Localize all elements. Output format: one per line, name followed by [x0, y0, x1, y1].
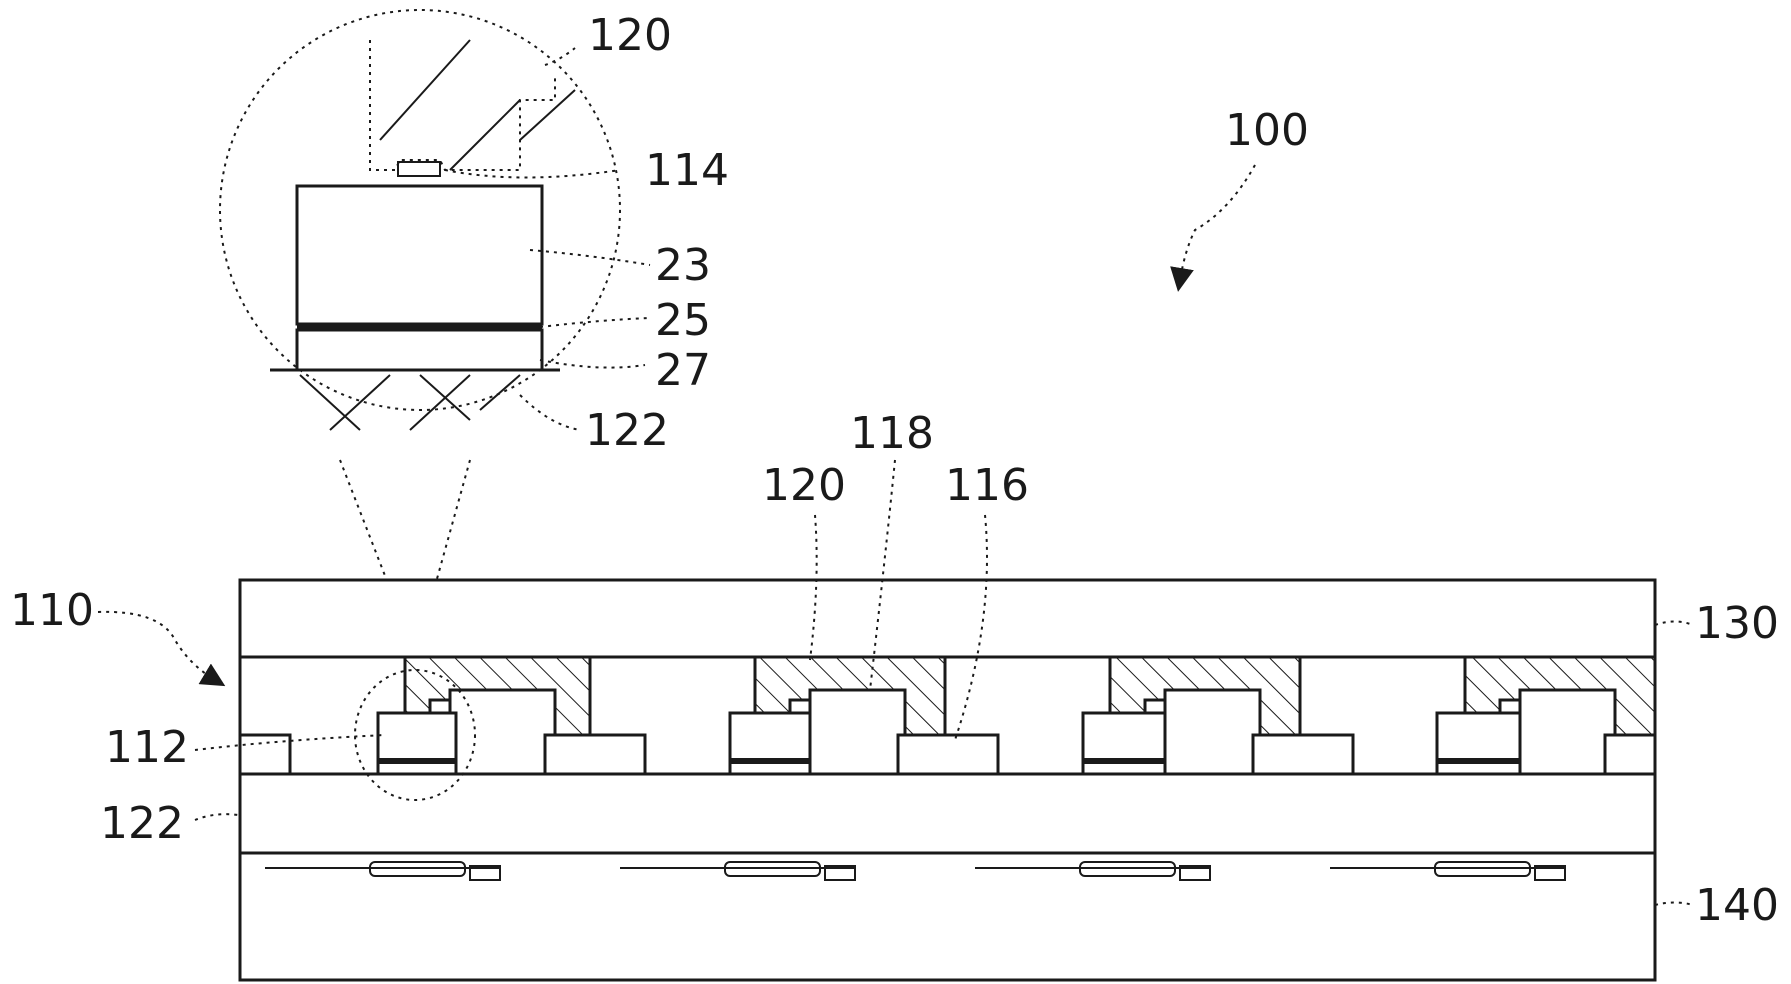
inset-label-114: 114 [645, 145, 729, 196]
top-layer-130 [240, 580, 1655, 657]
leader-130 [1655, 622, 1693, 626]
label-130: 130 [1695, 598, 1779, 649]
leader-inset-114 [445, 170, 620, 178]
label-122: 122 [100, 798, 184, 849]
pad-116 [545, 735, 645, 774]
chip-112 [378, 713, 456, 774]
inset-label-23: 23 [655, 240, 711, 291]
opening-118 [1165, 690, 1260, 774]
inset-hatch-1 [380, 40, 470, 140]
inset-label-120: 120 [588, 10, 672, 61]
unit-4 [1437, 657, 1655, 774]
device-cross-section [240, 580, 1655, 980]
label-112: 112 [105, 722, 189, 773]
opening-118 [810, 690, 905, 774]
chip-112 [730, 713, 810, 774]
inset-substrate-hatch [300, 375, 520, 430]
chip-layer [1083, 758, 1165, 764]
opening-118 [1520, 690, 1615, 774]
chip-112 [1437, 713, 1520, 774]
edge-pad [1605, 735, 1655, 774]
figure-reference-numeral: 100 [1225, 105, 1309, 156]
leader-140 [1655, 903, 1693, 906]
leader-122 [195, 814, 238, 820]
opening-118 [450, 690, 555, 774]
leader-inset-27 [540, 360, 645, 368]
inset-hatch-3 [520, 90, 575, 140]
reference-arrow [1180, 165, 1255, 280]
inset-layer-27 [297, 330, 542, 370]
inset-bump [398, 162, 440, 176]
pad-116 [1253, 735, 1353, 774]
chip-layer [1437, 758, 1520, 764]
leader-inset-25 [540, 318, 650, 327]
inset-label-27: 27 [655, 345, 711, 396]
label-140: 140 [1695, 880, 1779, 931]
label-110: 110 [10, 585, 94, 636]
inset-label-25: 25 [655, 295, 711, 346]
leader-inset-23 [530, 250, 650, 265]
chip-112 [1083, 713, 1165, 774]
inset-chip-layer-23 [297, 186, 542, 324]
label-120: 120 [762, 460, 846, 511]
inset-label-122: 122 [585, 405, 669, 456]
chip-layer [378, 758, 456, 764]
chip-layer [730, 758, 810, 764]
pad-116 [898, 735, 998, 774]
label-118: 118 [850, 408, 934, 459]
inset-magnified-view [220, 10, 650, 640]
inset-hatch-2 [450, 100, 520, 170]
inset-molding-outline [370, 40, 555, 170]
leader-110 [98, 612, 215, 680]
label-116: 116 [945, 460, 1029, 511]
bottom-layer-140 [240, 853, 1655, 980]
leader-inset-122 [520, 395, 580, 430]
